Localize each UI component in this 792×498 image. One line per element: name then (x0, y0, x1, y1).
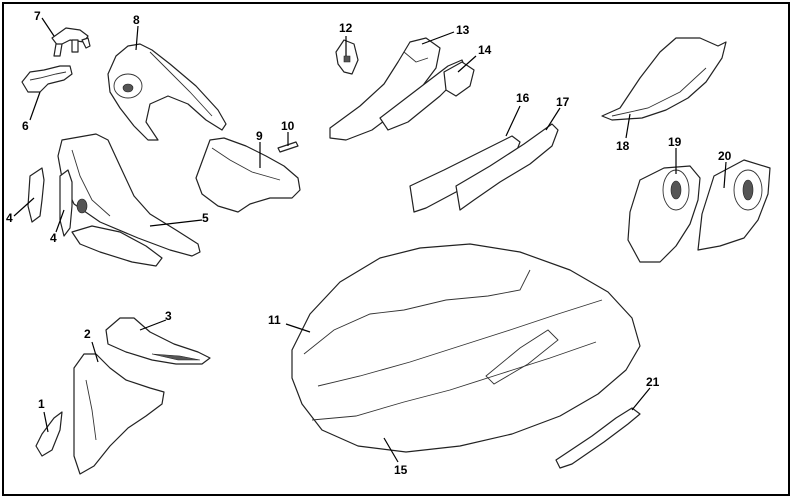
part-14-piece (443, 61, 475, 97)
callout-9: 9 (256, 129, 263, 143)
callout-8: 8 (133, 13, 140, 27)
callout-4-left: 4 (6, 211, 13, 225)
part-21-strip (555, 407, 641, 469)
part-5-leg-shield (57, 133, 201, 267)
part-7-clip (51, 27, 91, 57)
callout-2: 2 (84, 327, 91, 341)
part-2-front-panel (73, 353, 165, 475)
callout-10: 10 (281, 119, 295, 133)
callout-19: 19 (668, 135, 682, 149)
part-6-bracket (21, 65, 73, 93)
callout-5: 5 (202, 211, 209, 225)
leader-lines (13, 17, 727, 463)
part-19-rear-panel (627, 165, 701, 263)
callout-1: 1 (38, 397, 45, 411)
leader-17 (545, 107, 561, 131)
leader-3 (139, 319, 167, 331)
leader-5 (149, 219, 203, 227)
callout-3: 3 (165, 309, 172, 323)
leader-7 (41, 17, 55, 37)
callout-14: 14 (478, 43, 492, 57)
leader-18 (625, 113, 631, 139)
part-20-rear-panel (697, 159, 771, 251)
callout-17: 17 (556, 95, 570, 109)
part-9-inner-panel (195, 137, 301, 213)
callout-6: 6 (22, 119, 29, 133)
part-4-side-panel-left (27, 167, 45, 223)
part-8-front-cover (107, 43, 227, 141)
leader-6 (29, 91, 41, 121)
callout-21: 21 (646, 375, 660, 389)
part-10-strip (277, 141, 299, 153)
part-1-bracket (35, 411, 63, 457)
leader-4a (13, 197, 35, 217)
callout-15: 15 (394, 463, 408, 477)
callout-18: 18 (616, 139, 630, 153)
callout-4-inner: 4 (50, 231, 57, 245)
callout-12: 12 (339, 21, 353, 35)
callout-11: 11 (268, 313, 281, 327)
leader-2 (91, 341, 99, 363)
part-18-rear-spoiler (601, 37, 727, 121)
leader-11 (285, 323, 311, 333)
callout-20: 20 (718, 149, 732, 163)
part-11-body-cover (291, 243, 641, 453)
leader-20 (723, 161, 727, 189)
leader-16 (505, 105, 521, 137)
part-4-side-panel-inner (59, 169, 73, 237)
part-17-side-cover (455, 123, 559, 211)
leader-21 (631, 387, 651, 411)
leader-4b (55, 209, 65, 233)
leader-14 (457, 55, 477, 73)
part-12-bracket (335, 39, 359, 75)
part-3-inner-cover (105, 317, 211, 365)
callout-13: 13 (456, 23, 470, 37)
leader-13 (421, 31, 455, 45)
leader-1 (43, 411, 49, 433)
leader-8 (135, 25, 139, 51)
leader-15 (383, 437, 399, 463)
callout-7: 7 (34, 9, 41, 23)
callout-16: 16 (516, 91, 530, 105)
